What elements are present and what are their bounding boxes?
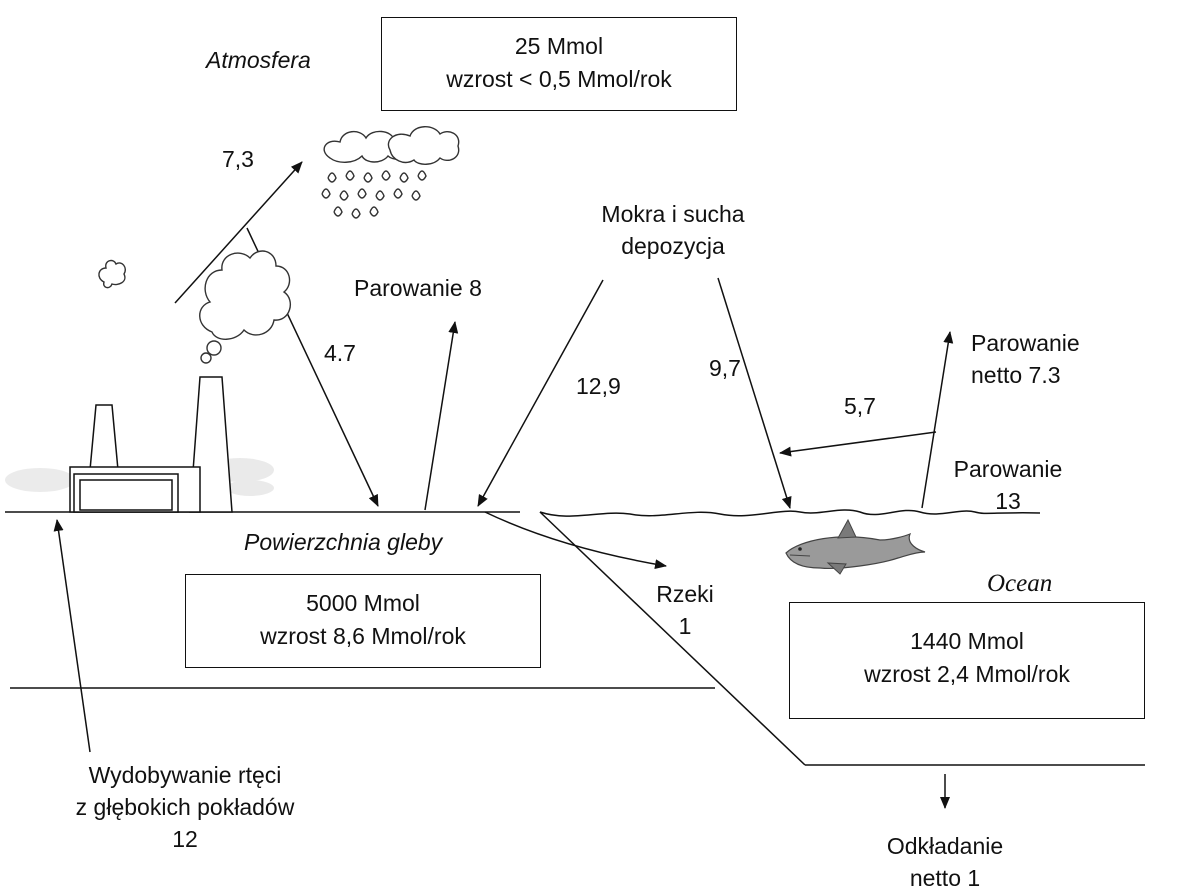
smoke-cloud-icon [99,251,290,363]
rivers-label: Rzeki 1 [650,578,720,642]
atmosphere-growth: wzrost < 0,5 Mmol/rok [382,63,736,96]
atmosphere-amount: 25 Mmol [382,30,736,63]
arrow-ocean-evaporation [922,332,950,508]
atmosphere-label: Atmosfera [206,44,311,76]
industrial-deposition-value: 4.7 [324,337,356,369]
ocean-amount: 1440 Mmol [790,625,1144,658]
soil-growth: wzrost 8,6 Mmol/rok [186,620,540,653]
net-evaporation-line-2: netto 7.3 [971,359,1080,391]
net-evaporation-line-1: Parowanie [971,327,1080,359]
mining-line-3: 12 [0,823,370,855]
soil-amount: 5000 Mmol [186,587,540,620]
ocean-evaporation-label: Parowanie 13 [948,453,1068,517]
ocean-to-land-value: 5,7 [844,390,876,422]
soil-reservoir-box: 5000 Mmol wzrost 8,6 Mmol/rok [185,574,541,668]
factory-icon [5,377,274,512]
deposition-title: Mokra i sucha depozycja [568,198,778,262]
ocean-deposition-value: 9,7 [709,352,741,384]
ocean-evaporation-line-1: Parowanie [948,453,1068,485]
soil-surface-label: Powierzchnia gleby [244,526,442,558]
rivers-line-1: Rzeki [650,578,720,610]
deposition-title-line-2: depozycja [568,230,778,262]
industrial-emission-value: 7,3 [222,143,254,175]
land-deposition-value: 12,9 [576,370,621,402]
arrow-rivers [485,512,666,566]
net-evaporation-label: Parowanie netto 7.3 [971,327,1080,391]
arrow-mining [57,520,90,752]
sedimentation-line-2: netto 1 [845,862,1045,894]
rivers-line-2: 1 [650,610,720,642]
ocean-growth: wzrost 2,4 Mmol/rok [790,658,1144,691]
sedimentation-line-1: Odkładanie [845,830,1045,862]
shark-icon [786,520,925,574]
sedimentation-label: Odkładanie netto 1 [845,830,1045,894]
ocean-label: Ocean [987,568,1052,600]
arrow-ocean-to-land [780,432,936,453]
deposition-title-line-1: Mokra i sucha [568,198,778,230]
arrow-land-evaporation [425,322,455,510]
ocean-evaporation-line-2: 13 [948,485,1068,517]
atmosphere-reservoir-box: 25 Mmol wzrost < 0,5 Mmol/rok [381,17,737,111]
arrow-ocean-deposition [718,278,790,508]
ocean-reservoir-box: 1440 Mmol wzrost 2,4 Mmol/rok [789,602,1145,719]
land-evaporation-label: Parowanie 8 [354,272,482,304]
cloud-rain-icon [322,127,459,218]
mining-line-2: z głębokich pokładów [0,791,370,823]
mining-label: Wydobywanie rtęci z głębokich pokładów 1… [0,759,370,855]
mining-line-1: Wydobywanie rtęci [0,759,370,791]
